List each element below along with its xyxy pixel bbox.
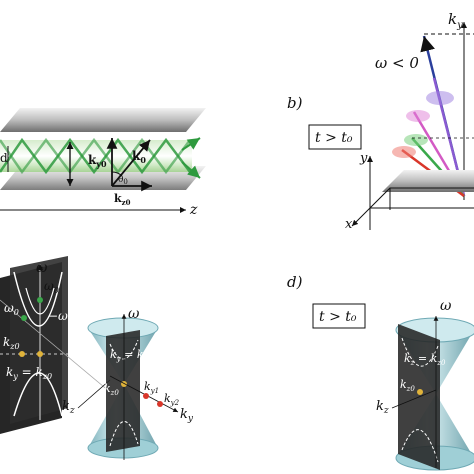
panel-d-letter: d)	[287, 273, 303, 291]
x-axis	[351, 207, 371, 227]
zigzag-beam-2	[0, 137, 191, 175]
d-kz-axis	[391, 389, 437, 409]
panel-c: ω ω0 ω0 −ω0 kz0 ky = kz0 kz ω ky = ky0 k…	[0, 256, 194, 460]
d-omega-label: ω	[440, 298, 452, 314]
purple-pulse	[426, 91, 454, 105]
magenta-pulse	[406, 110, 430, 122]
omega0-dot-left	[21, 315, 27, 321]
cone-kz0-label: kz0	[104, 382, 119, 397]
k0-vector	[111, 139, 151, 187]
green-pulse	[404, 134, 428, 146]
ky2-label: ky2	[164, 392, 180, 407]
panel-b: b) t > t₀ ω < 0 ky y x	[287, 10, 474, 232]
top-plate	[0, 108, 206, 132]
d-slice-curve	[401, 337, 439, 367]
lower-branch	[13, 372, 63, 417]
y-axis-label: y	[359, 151, 368, 166]
kz-axis-label-c: kz	[62, 399, 75, 416]
guided-beam	[0, 140, 192, 172]
k0-label: k0	[132, 149, 146, 165]
omega-top-label: ω	[36, 260, 48, 276]
ky1-dot	[143, 393, 149, 399]
ky0-label: ky0	[88, 153, 107, 169]
ky-eq-kz0-label: ky = kz0	[6, 365, 52, 381]
ky1-label: ky1	[144, 380, 159, 395]
omega0-dot-top	[37, 297, 43, 303]
upper-branch-inner	[25, 287, 55, 315]
panel-a: d ky0 k0 θ0 kz0 z	[0, 108, 206, 218]
b-plate	[382, 170, 474, 192]
d-kz-eq-label: kz = kz0	[404, 352, 446, 367]
cone-ky-eq-label: ky = ky0	[110, 348, 152, 363]
d-kz0-dot	[417, 389, 423, 395]
condition-text-b: t > t₀	[315, 130, 353, 146]
ky-axis-label-c: ky	[180, 407, 194, 424]
angle-arc	[111, 171, 123, 177]
condition-text-d: t > t₀	[319, 309, 357, 325]
d-kz-axis-label: kz	[376, 399, 389, 416]
z-axis-label: z	[189, 202, 198, 218]
zigzag-beam	[0, 137, 191, 175]
kz0-dot	[19, 351, 25, 357]
x-axis-label: x	[345, 217, 353, 232]
cone-omega-label: ω	[128, 306, 140, 322]
panel-b-letter: b)	[287, 94, 303, 112]
theta-label: θ0	[118, 175, 128, 186]
omega0-left-label: ω0	[4, 301, 19, 317]
kz0-dot-center	[37, 351, 43, 357]
beam-exit-arrow	[181, 137, 201, 151]
tilted-line	[0, 299, 111, 393]
cone-slice-plane	[106, 330, 140, 452]
condition-box-d	[312, 303, 366, 329]
d-kz0-label: kz0	[400, 378, 415, 393]
kz-axis-c	[77, 379, 111, 409]
d-label: d	[0, 151, 8, 165]
neg-omega0-label: −ω0	[48, 309, 73, 325]
red-pulse	[392, 146, 416, 158]
ky-axis-label: ky	[448, 10, 463, 31]
kz0-left-label: kz0	[3, 335, 20, 351]
omega0-top-label: ω0	[44, 279, 59, 295]
condition-box-b	[308, 124, 362, 150]
omega-lt-zero: ω < 0	[375, 54, 419, 72]
upper-branch	[13, 271, 63, 327]
d-slice-curve-2	[401, 429, 439, 463]
ky2-dot	[157, 401, 163, 407]
panel-d: d) t > t₀ ω kz = kz0 kz0 kz	[287, 273, 474, 471]
beam-exit-arrow-2	[181, 161, 201, 179]
dark-plane-front	[10, 256, 68, 424]
kz0-label: kz0	[114, 192, 131, 207]
